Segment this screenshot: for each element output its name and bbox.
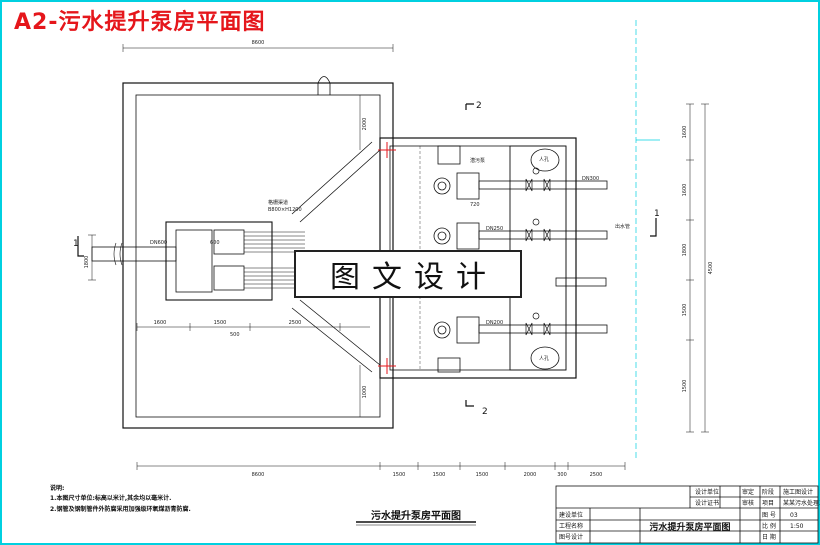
label-manhole-a: 人孔: [539, 156, 549, 163]
notes-line-2: 2.钢管及钢制管件外防腐采用加强级环氧煤沥青防腐.: [50, 505, 191, 513]
diagonal-wall-upper-inner: [291, 141, 373, 215]
section-label-left: 1: [73, 239, 79, 249]
label-grille: 格栅渠道: [268, 199, 288, 206]
label-grille-spec: B800×H1200: [268, 207, 302, 213]
grille-screen-2: [213, 265, 245, 291]
label-pump: 潜污泵: [470, 157, 485, 164]
label-inlet-pipe: DN600: [150, 240, 167, 246]
section-label-bottom: 2: [482, 407, 488, 417]
section-mark-left: [77, 236, 84, 257]
dim-bottom-2: 1500: [433, 472, 446, 478]
dim-right-3: 1800: [682, 244, 688, 257]
dim-top-total: 8600: [252, 40, 265, 46]
dim-right-2: 1600: [682, 184, 688, 197]
label-outlet: 出水管: [615, 223, 630, 230]
dim-mid-3: 2500: [289, 320, 302, 326]
label-pipe-dn200: DN200: [486, 320, 503, 326]
dim-bottom-6: 2500: [590, 472, 603, 478]
dimension-lines: [88, 44, 709, 470]
tb-right-e: 日 期: [762, 533, 776, 541]
drawing-title: 污水提升泵房平面图: [371, 509, 461, 522]
tb-center-title: 污水提升泵房平面图: [649, 521, 730, 533]
valves: [525, 167, 551, 336]
label-dim-720: 720: [470, 202, 480, 208]
grille-box: [175, 229, 213, 293]
pump-bay-top: [437, 145, 461, 165]
notes-heading: 说明:: [50, 484, 64, 492]
manhole-bottom: [530, 346, 560, 370]
tb-r2c4: 某某污水处理工程: [783, 499, 820, 507]
tb-left-1: 建设单位: [559, 511, 583, 519]
pump-motor-2: [456, 222, 480, 250]
pump-motor-3: [456, 316, 480, 344]
dim-right-1: 1600: [682, 126, 688, 139]
label-pipe-dn250: DN250: [486, 226, 503, 232]
label-dim-600: 600: [210, 240, 220, 246]
pump-motor-1: [456, 172, 480, 200]
section-label-top: 2: [476, 101, 482, 111]
tb-r2c2: 审核: [742, 499, 754, 507]
manhole-top: [530, 148, 560, 172]
sheet-title: A2-污水提升泵房平面图: [14, 10, 266, 35]
notes-line-1: 1.本图尺寸单位:标高以米计,其余均以毫米计.: [50, 494, 171, 502]
dim-bottom-4: 2000: [524, 472, 537, 478]
dim-left-total: 1800: [84, 256, 90, 269]
tb-r1c1: 设计单位: [695, 488, 719, 496]
dim-right-5: 1500: [682, 380, 688, 393]
dim-right-4: 1500: [682, 304, 688, 317]
label-manhole-b: 人孔: [539, 355, 549, 362]
dim-left-1: 2000: [362, 118, 368, 131]
inlet-pipe: [91, 246, 177, 262]
label-dim-500: 500: [230, 332, 240, 338]
section-mark-top: [465, 103, 474, 110]
dim-mid-1: 1600: [154, 320, 167, 326]
pump-2: [433, 227, 451, 245]
section-label-right: 1: [654, 209, 660, 219]
tb-r2c1: 设计证书: [695, 499, 719, 507]
pump-3: [433, 321, 451, 339]
dim-bottom-1: 1500: [393, 472, 406, 478]
vent-pipe: [317, 76, 331, 95]
tb-r1c2: 审定: [742, 488, 754, 496]
tb-right-c: 比 例: [762, 522, 776, 530]
section-mark-bottom: [465, 400, 474, 407]
pump-1: [433, 177, 451, 195]
tb-left-2: 工程名称: [559, 522, 583, 530]
dim-right-total: 4500: [708, 262, 714, 275]
title-block: [555, 485, 819, 544]
dim-mid-2: 1500: [214, 320, 227, 326]
tb-right-b: 03: [790, 512, 798, 519]
discharge-pipes: [478, 180, 608, 334]
red-markers: [378, 142, 396, 374]
diagonal-wall-upper: [299, 149, 381, 223]
tb-r1c3: 阶段: [762, 488, 774, 496]
dim-bottom-total: 8600: [252, 472, 265, 478]
tb-r1c4: 施工图设计: [783, 488, 813, 496]
grille-channel: [165, 221, 273, 301]
grille-screen-1: [213, 229, 245, 255]
section-mark-right: [650, 218, 657, 237]
watermark: 图文设计: [294, 250, 522, 298]
label-pipe-dn300: DN300: [582, 176, 599, 182]
dim-left-2: 1000: [362, 386, 368, 399]
tb-left-3: 图号设计: [559, 533, 583, 541]
tb-right-a: 图 号: [762, 512, 776, 519]
diagonal-wall-lower: [299, 299, 381, 366]
diagonal-wall-lower-inner: [291, 307, 373, 373]
dim-bottom-3: 1500: [476, 472, 489, 478]
tb-right-d: 1:50: [790, 523, 804, 530]
dim-bottom-5: 300: [557, 472, 567, 478]
tb-r2c3: 项目: [762, 500, 774, 507]
pump-bay-bottom: [437, 357, 461, 373]
